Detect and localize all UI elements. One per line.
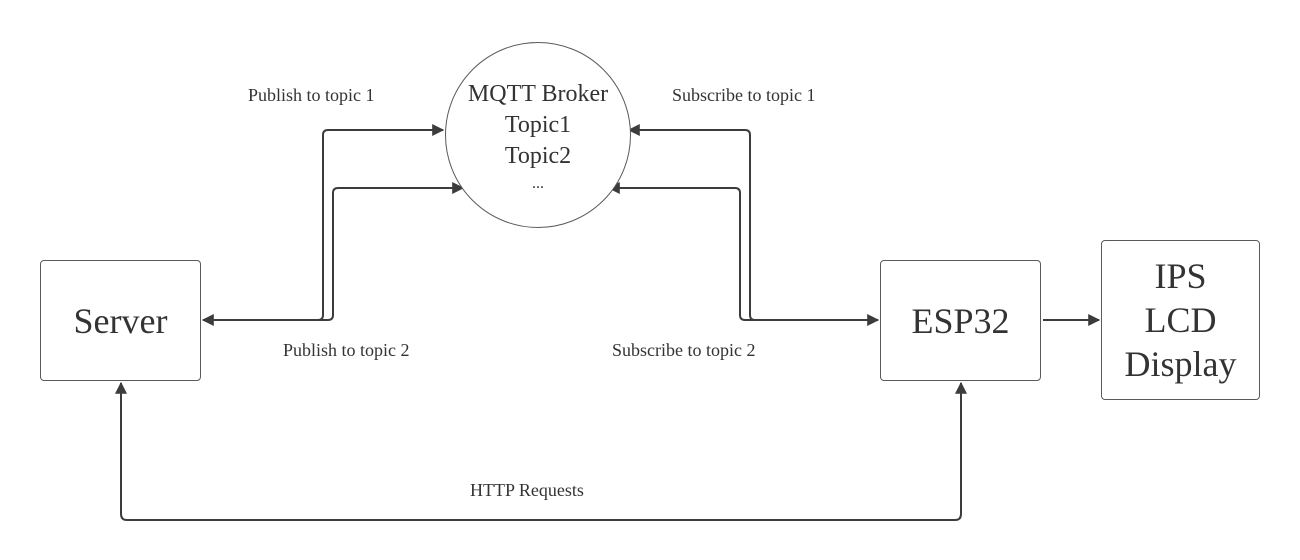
- http-requests-connector: [115, 381, 967, 521]
- subscribe-topic1-label: Subscribe to topic 1: [672, 85, 816, 105]
- display-label-line1: IPS: [1154, 256, 1207, 296]
- publish-topic1-label: Publish to topic 1: [248, 85, 375, 105]
- display-label-line2: LCD: [1144, 300, 1217, 340]
- http-requests-label: HTTP Requests: [470, 480, 584, 500]
- publish-topic1-connector: [201, 124, 445, 326]
- esp32-label: ESP32: [911, 300, 1010, 341]
- subscribe-topic2-connector: [607, 182, 800, 321]
- subscribe-topic1-connector: [627, 124, 880, 326]
- server-node: Server: [40, 260, 201, 381]
- publish-topic2-label: Publish to topic 2: [283, 340, 410, 360]
- broker-title: MQTT Broker: [467, 80, 609, 107]
- server-label: Server: [73, 300, 168, 341]
- broker-more-topics: ...: [532, 174, 544, 192]
- display-label-line3: Display: [1124, 344, 1237, 384]
- esp32-node: ESP32: [880, 260, 1041, 381]
- subscribe-topic2-label: Subscribe to topic 2: [612, 340, 756, 360]
- broker-topic1: Topic1: [504, 111, 572, 138]
- publish-topic2-connector: [300, 182, 465, 321]
- mqtt-broker-node: MQTT Broker Topic1 Topic2 ...: [445, 42, 631, 228]
- display-node: IPS LCD Display: [1101, 240, 1260, 400]
- broker-topic2: Topic2: [504, 142, 572, 169]
